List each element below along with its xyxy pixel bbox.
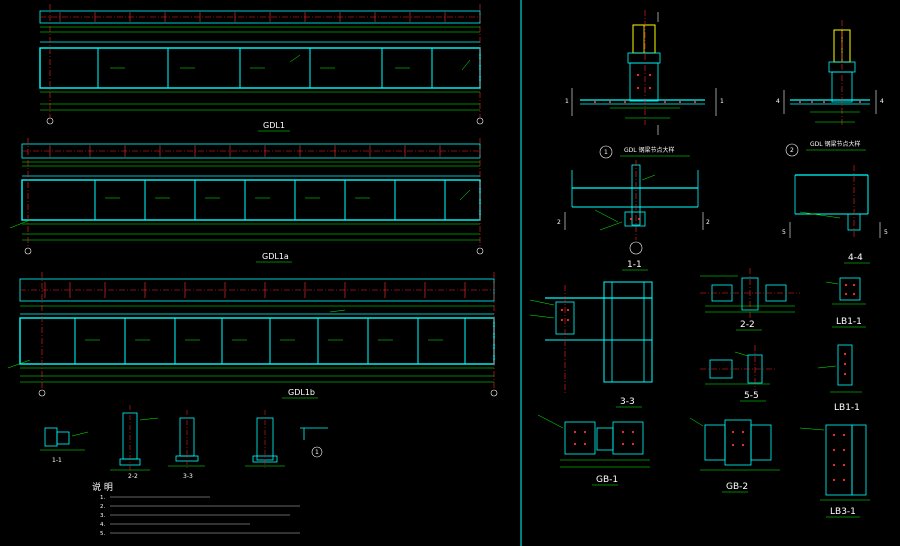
section-label: 2-2: [128, 473, 138, 480]
section-mark: 4: [880, 98, 884, 105]
detail-title: GDL 钢梁节点大样: [624, 146, 675, 154]
section-small-4: [245, 410, 285, 468]
section-lb1-1: LB1-1: [825, 277, 866, 328]
section-label: 1: [315, 449, 319, 456]
note-item: 4.: [100, 522, 105, 528]
note-item: 2.: [100, 504, 105, 510]
elevation-title: GDL1a: [262, 252, 289, 261]
section-mark: 1: [720, 98, 724, 105]
elevation-title: GDL1b: [288, 388, 315, 397]
section-gb1: GB-1: [537, 414, 650, 486]
section-1-1: 2 2 1-1: [557, 160, 710, 271]
section-title: GB-2: [726, 482, 748, 492]
elevation-gdl1b: GDL1b: [7, 272, 498, 399]
section-small-1: 1-1: [40, 427, 89, 464]
section-title: LB1-1: [834, 403, 860, 413]
section-title: 3-3: [620, 397, 635, 407]
detail-number: 1: [604, 149, 608, 156]
section-4-4: 5 5 4-4: [782, 165, 888, 264]
section-mark: 5: [782, 229, 786, 236]
section-3-3: 3-3: [529, 281, 653, 408]
elevation-gdl1a: GDL1a: [9, 138, 484, 263]
detail-1-joint: 1 1 1 GDL 钢梁节点大样: [565, 10, 724, 159]
detail-2-joint: 4 4 2 GDL 钢梁节点大样: [776, 20, 884, 157]
notes-heading: 说 明: [92, 481, 113, 493]
section-title: LB1-1: [836, 317, 862, 327]
section-lb1: LB1-1: [817, 344, 862, 413]
detail-number: 2: [790, 147, 794, 154]
note-item: 5.: [100, 531, 105, 537]
elevation-title: GDL1: [263, 121, 285, 130]
section-gb2: GB-2: [689, 417, 780, 493]
section-title: 5-5: [744, 391, 759, 401]
section-title: LB3-1: [830, 507, 856, 517]
section-label: 1-1: [52, 457, 62, 464]
section-mark: 4: [776, 98, 780, 105]
section-title: 1-1: [627, 260, 642, 270]
note-item: 1.: [100, 495, 105, 501]
section-2-2: 2-2: [700, 268, 800, 331]
section-lb3-1: LB3-1: [799, 424, 870, 518]
section-small-3: 3-3: [168, 410, 205, 480]
section-title: GB-1: [596, 475, 618, 485]
section-mark: 2: [706, 219, 710, 226]
detail-title: GDL 钢梁节点大样: [810, 140, 861, 148]
section-mark: 1: [565, 98, 569, 105]
section-5-5: 5-5: [700, 345, 775, 402]
section-title: 4-4: [848, 253, 863, 263]
section-small-5: 1: [300, 427, 328, 458]
section-small-2: 2-2: [110, 405, 159, 480]
section-mark: 2: [557, 219, 561, 226]
general-notes: 说 明 1. 2. 3. 4. 5.: [92, 481, 300, 537]
elevation-gdl1: GDL1: [39, 4, 484, 132]
section-label: 3-3: [183, 473, 193, 480]
section-title: 2-2: [740, 320, 755, 330]
note-item: 3.: [100, 513, 105, 519]
section-mark: 5: [884, 229, 888, 236]
